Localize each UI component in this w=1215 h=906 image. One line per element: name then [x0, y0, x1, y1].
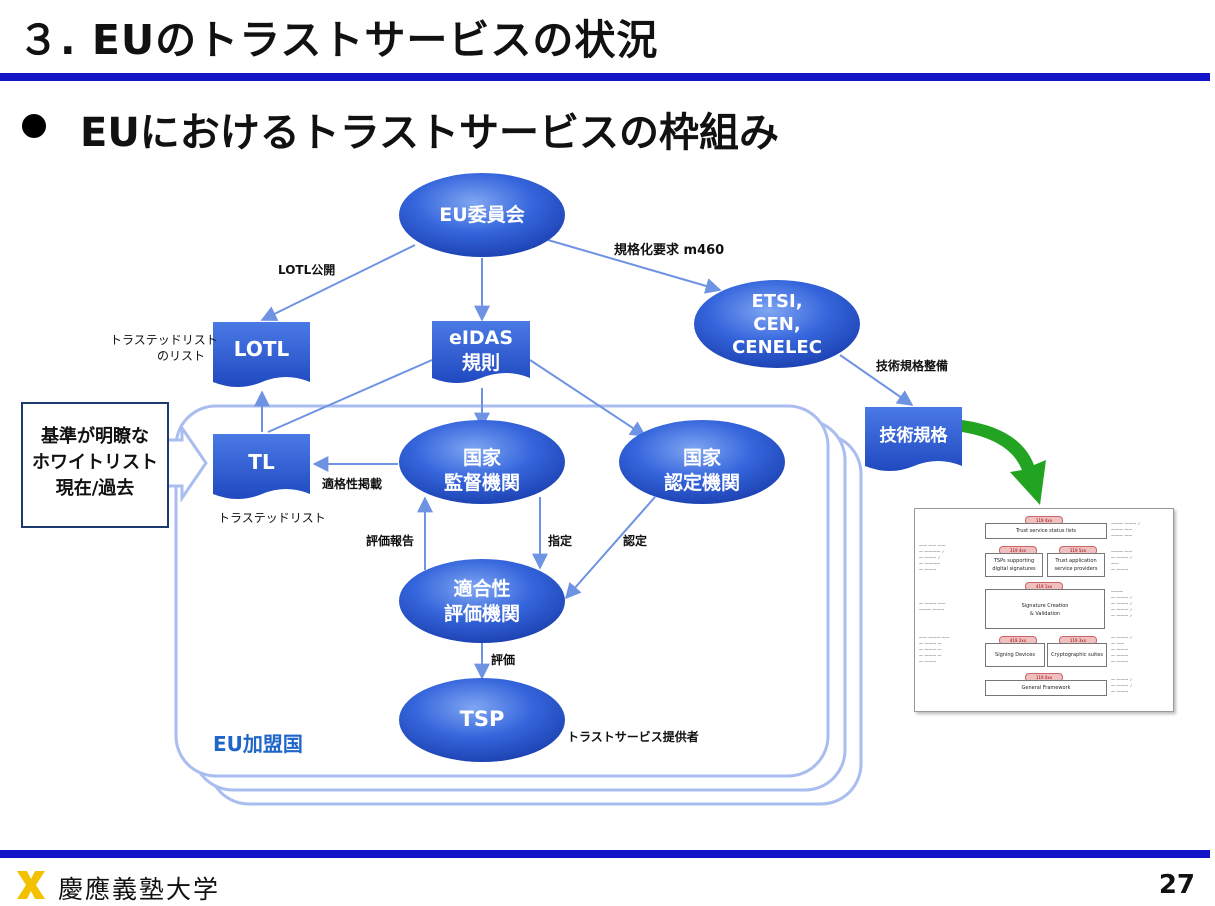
slide-subtitle: EUにおけるトラストサービスの枠組み: [80, 110, 780, 156]
lotl-publish-label: LOTL公開: [278, 263, 336, 277]
std-mid-box-line1: Signature Creation: [1021, 603, 1069, 609]
tl-description: トラステッドリスト: [218, 511, 326, 525]
eu-commission-node: [399, 173, 565, 257]
std-gen-box: General Framework: [985, 680, 1107, 696]
standardization-request-label: 規格化要求 m460: [614, 243, 725, 258]
tsp-node: [399, 678, 565, 762]
std-left-notes-3: —— ——— ——— ——— —— ——— —— ——— —— ———: [919, 635, 950, 664]
edge-accreditation-cab: [564, 496, 656, 600]
std-right-notes-5: — ——— ✓— ——— ✓— ———: [1111, 677, 1133, 694]
std-right-notes-3: ———— ——— ✓— ——— ✓— ——— ✓— ——— ✓: [1111, 589, 1133, 618]
lotl-label: LOTL: [233, 337, 290, 361]
etsi-label-line2: CEN,: [753, 314, 801, 335]
etsi-node: [694, 280, 860, 368]
title-rule: [0, 73, 1210, 81]
lotl-description: トラステッドリスト のリスト: [110, 332, 218, 364]
std-right-notes-4: — ——— ✓— ——— ———— ———— ———: [1111, 635, 1133, 664]
national-supervisory-node: [399, 420, 565, 504]
edge-commission-lotl: [260, 244, 416, 321]
whitelist-callout-box: [21, 402, 169, 528]
assessment-label: 評価: [491, 653, 516, 667]
national-supervisory-line2: 監督機関: [443, 472, 520, 494]
whitelist-callout-text: 基準が明瞭な ホワイトリスト 現在/過去: [21, 424, 169, 502]
std-mid-box-line2: & Validation: [1029, 611, 1061, 617]
accreditation-label: 認定: [623, 534, 648, 548]
eu-commission-label: EU委員会: [439, 204, 525, 226]
whitelist-line1: 基準が明瞭な: [41, 426, 149, 447]
std-mid-box: Signature Creation & Validation: [985, 589, 1105, 629]
std-left-box-line1: TSPs supporting: [993, 558, 1035, 564]
footer-rule: [0, 850, 1210, 858]
edge-commission-etsi: [547, 239, 722, 294]
national-accreditation-line2: 認定機関: [663, 472, 740, 494]
std-right-box-line2: service providers: [1054, 566, 1098, 572]
whitelist-line3: 現在/過去: [55, 478, 135, 499]
edge-etsi-standards: [839, 354, 914, 406]
technical-standards-dev-label: 技術規格整備: [876, 359, 949, 373]
etsi-label-line3: CENELEC: [732, 337, 822, 358]
designation-label: 指定: [548, 534, 573, 548]
tsp-label: TSP: [459, 707, 505, 731]
conformity-assessment-line1: 適合性: [453, 578, 511, 600]
bullet-icon: [22, 114, 46, 138]
edge-eidas-accreditation: [529, 359, 647, 437]
national-supervisory-line1: 国家: [462, 447, 501, 469]
std-top-box: Trust service status lists: [985, 523, 1107, 539]
page-number: 27: [1158, 870, 1195, 900]
std-left-box: TSPs supporting digital signatures: [985, 553, 1043, 577]
etsi-label: ETSI, CEN, CENELEC: [695, 290, 859, 359]
std-right-box: Trust application service providers: [1047, 553, 1105, 577]
edge-eidas-tl: [267, 359, 433, 433]
assessment-report-label: 評価報告: [366, 534, 415, 548]
national-accreditation-node: [619, 420, 785, 504]
university-name: 慶應義塾大学: [58, 875, 221, 904]
standards-framework-figure: 119 4xx Trust service status lists 319 4…: [914, 508, 1174, 712]
std-right-box-line1: Trust application: [1055, 558, 1097, 564]
lotl-description-line2: のリスト: [156, 349, 205, 363]
lotl-description-line1: トラステッドリスト: [110, 333, 218, 347]
green-curved-arrow: [962, 420, 1046, 505]
std-left-box-line2: digital signatures: [992, 566, 1036, 572]
national-accreditation-label: 国家 認定機関: [620, 446, 784, 496]
slide-title: ３. EUのトラストサービスの状況: [18, 16, 659, 64]
std-left-notes-2: — ——— ————— ———: [919, 601, 946, 612]
eidas-label: eIDAS 規則: [432, 326, 530, 376]
whitelist-callout-arrow: [166, 423, 208, 503]
etsi-label-line1: ETSI,: [751, 291, 803, 312]
eidas-node: [432, 321, 530, 383]
std-crypto-box: Cryptographic suites: [1047, 643, 1107, 667]
conformity-assessment-node: [399, 559, 565, 643]
tl-node: [213, 434, 310, 499]
conformity-assessment-label: 適合性 評価機関: [400, 577, 564, 627]
lotl-node: [213, 322, 310, 387]
national-supervisory-label: 国家 監督機関: [400, 446, 564, 496]
tl-label: TL: [248, 450, 275, 474]
eidas-label-line1: eIDAS: [448, 327, 514, 349]
std-dev-box: Signing Devices: [985, 643, 1045, 667]
technical-standards-label: 技術規格: [879, 426, 948, 446]
eu-member-states-label: EU加盟国: [213, 732, 303, 756]
national-accreditation-line1: 国家: [682, 447, 721, 469]
eidas-label-line2: 規則: [461, 352, 500, 374]
std-left-notes-1: —— —— ——— ———— ✓— ——— ✓— ————— ———: [919, 543, 946, 572]
university-logo-icon: [17, 871, 45, 899]
conformity-assessment-line2: 評価機関: [443, 603, 520, 625]
std-right-notes-2: ——— ——— ——— ✓——— ———: [1111, 549, 1133, 572]
technical-standards-node: [865, 407, 962, 471]
std-right-notes-1: ——— ——— ✓——— ————— ——: [1111, 521, 1141, 538]
tsp-description: トラストサービス提供者: [567, 730, 699, 744]
whitelist-line2: ホワイトリスト: [32, 452, 158, 473]
compliance-listing-label: 適格性掲載: [322, 477, 383, 491]
